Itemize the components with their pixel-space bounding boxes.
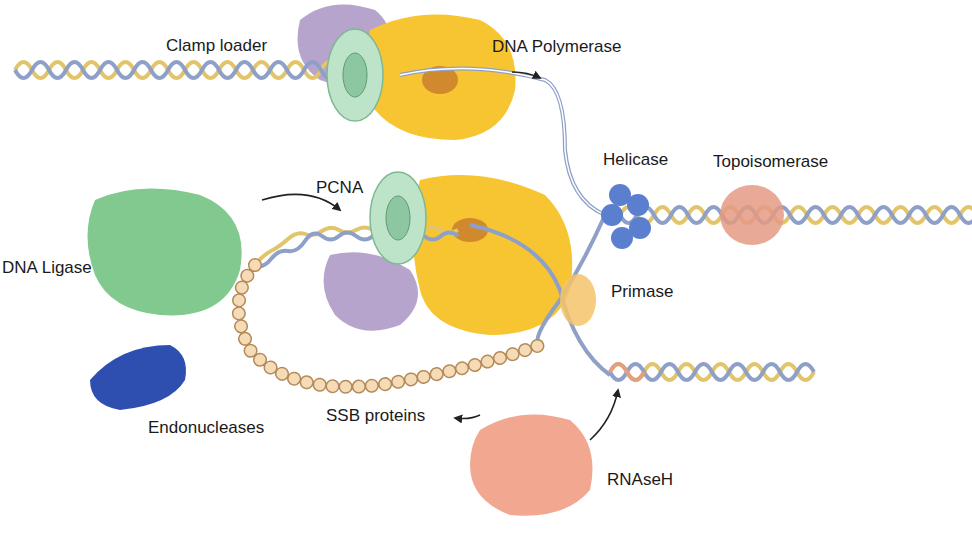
ssb-beads-outline	[239, 265, 540, 387]
ssb-beads	[239, 265, 540, 387]
part-label: RNAseH	[607, 470, 673, 490]
part-label: PCNA	[316, 178, 363, 198]
part-label: DNA Polymerase	[492, 37, 621, 57]
part-label: Clamp loader	[166, 36, 267, 56]
dna-strand	[255, 228, 458, 266]
ligase-shape	[88, 189, 242, 316]
clamp-loader-shape	[324, 252, 418, 330]
endonuclease-shape	[90, 345, 186, 410]
dna-strand	[15, 62, 355, 78]
helicase-lobe	[627, 194, 649, 216]
rna-primer	[610, 364, 644, 380]
polymerase-shape	[413, 175, 573, 335]
pcna-hole	[386, 196, 410, 240]
dna-strand	[620, 207, 972, 223]
dna-strand	[610, 364, 814, 380]
dna-strand	[610, 364, 814, 380]
dna-strand	[15, 62, 355, 78]
direction-arrow	[455, 415, 480, 419]
dna-strand	[255, 233, 458, 267]
helicase-lobe	[611, 227, 633, 249]
part-label: SSB proteins	[326, 406, 425, 426]
topoisomerase-shape	[720, 185, 784, 245]
helicase-shape	[601, 184, 651, 249]
part-label: Topoisomerase	[713, 152, 828, 172]
rnaseh-shape	[470, 414, 593, 515]
polymerase-shape	[366, 14, 516, 140]
part-label: Endonucleases	[148, 418, 264, 438]
direction-arrow	[590, 390, 618, 440]
dna-strand	[538, 215, 606, 345]
dna-strand	[620, 207, 972, 223]
part-label: DNA Ligase	[2, 258, 92, 278]
pcna-ring	[370, 172, 426, 264]
helicase-lobe	[601, 204, 623, 226]
part-label: Helicase	[603, 150, 668, 170]
primase-shape	[560, 274, 596, 326]
pcna-ring	[327, 29, 383, 121]
pcna-hole	[343, 53, 367, 97]
direction-arrow	[512, 72, 540, 78]
part-label: Primase	[611, 282, 673, 302]
